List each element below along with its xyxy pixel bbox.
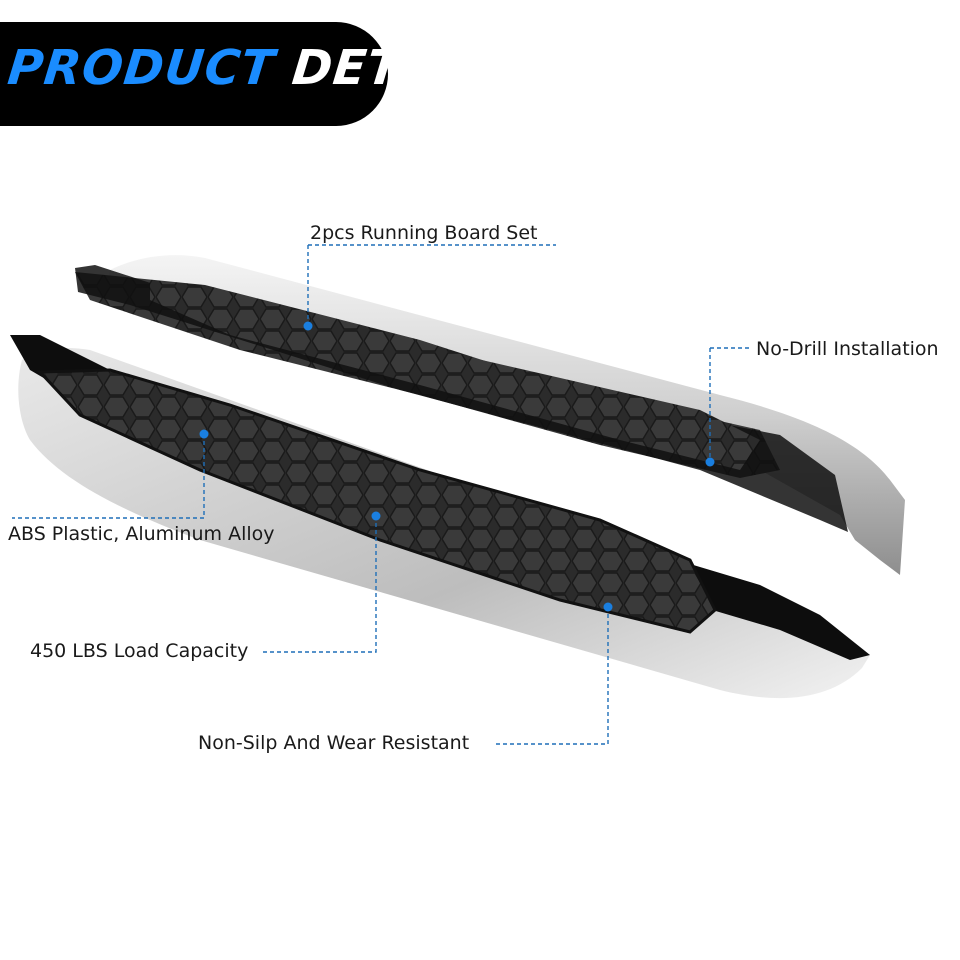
- dot-material: [199, 429, 209, 439]
- callout-non-slip: Non-Silp And Wear Resistant: [198, 732, 470, 754]
- dot-running-board-set: [303, 321, 313, 331]
- dot-no-drill: [705, 457, 715, 467]
- callout-load-capacity: 450 LBS Load Capacity: [30, 640, 249, 662]
- callout-no-drill: No-Drill Installation: [756, 338, 939, 360]
- title-banner: [0, 22, 388, 126]
- dot-non-slip: [603, 602, 613, 612]
- running-board-back: [75, 255, 905, 575]
- callout-dots: [199, 321, 715, 612]
- dot-load-capacity: [371, 511, 381, 521]
- callout-material: ABS Plastic, Aluminum Alloy: [8, 523, 275, 545]
- running-board-front: [10, 335, 871, 699]
- callout-running-board-set: 2pcs Running Board Set: [310, 222, 538, 244]
- leader-lines: [12, 244, 752, 745]
